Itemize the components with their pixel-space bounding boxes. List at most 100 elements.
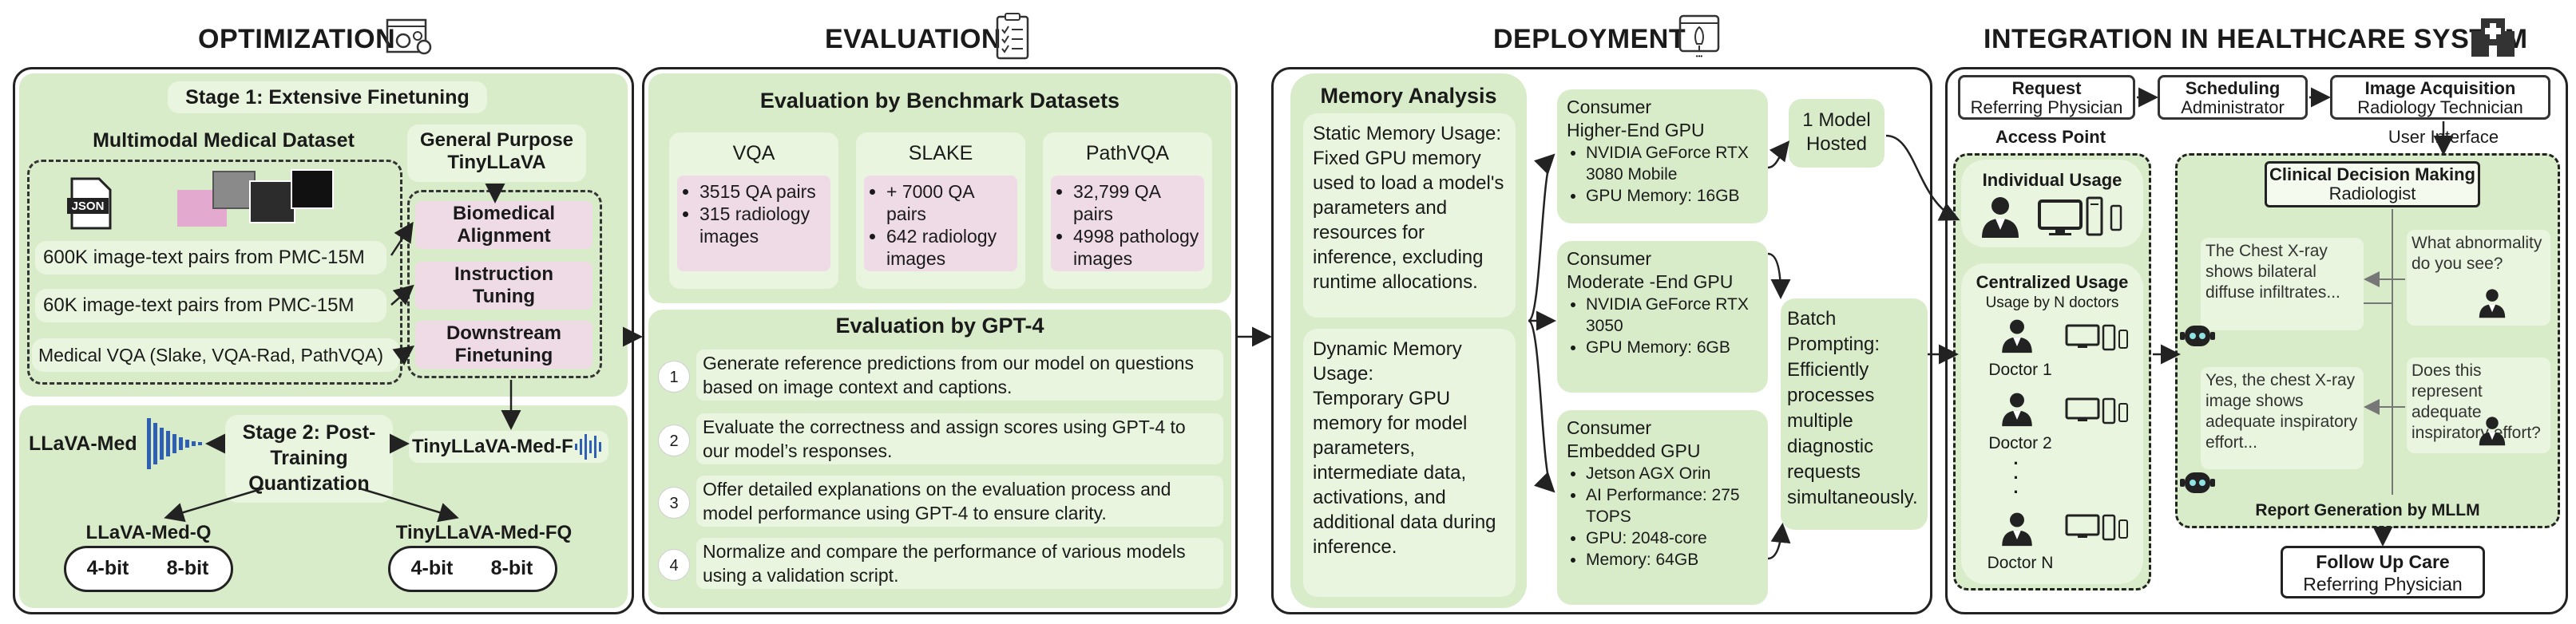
radiologist-icon: [2477, 415, 2507, 447]
scheduling-sub: Administrator: [2181, 97, 2285, 117]
dataset-vqa: Medical VQA (Slake, VQA-Rad, PathVQA): [32, 338, 399, 372]
llava-med-q-bits: [64, 546, 233, 592]
one-model-line: Hosted: [1805, 133, 1868, 155]
small-waveform-icon: [573, 431, 607, 463]
llava-med-label: LLaVA-Med: [29, 432, 137, 455]
follow-up-title: Follow Up Care: [2316, 551, 2450, 572]
mri-image: [291, 169, 334, 209]
svg-text:•••: •••: [1696, 53, 1703, 60]
batch-title: Batch Prompting:: [1787, 308, 1880, 355]
dynamic-memory-title: Dynamic Memory Usage:: [1313, 338, 1462, 385]
doctor-label: Doctor 1: [1988, 361, 2052, 379]
general-purpose-tinyllava: General Purpose TinyLLaVA: [407, 124, 586, 182]
json-label: JSON: [72, 199, 105, 213]
bit8-option[interactable]: 8-bit: [490, 557, 533, 579]
stage1-label: Stage 1: Extensive Finetuning: [168, 81, 487, 113]
evaluation-title: EVALUATION: [825, 24, 1001, 54]
report-generation-label: Report Generation by MLLM: [2255, 501, 2480, 519]
step-line: Alignment: [457, 225, 551, 247]
clinical-title: Clinical Decision Making: [2269, 164, 2475, 184]
radiologist-icon: [2477, 287, 2507, 319]
deployment-title: DEPLOYMENT: [1493, 24, 1686, 54]
robot-icon: [2180, 319, 2215, 351]
request-box: Request Referring Physician: [1958, 75, 2135, 120]
workstation-icon: [2065, 397, 2130, 425]
stage2-box: Stage 2: Post- Training Quantization: [225, 415, 393, 503]
stage2-line: Training: [270, 447, 348, 469]
benchmark-title: Evaluation by Benchmark Datasets: [759, 89, 1120, 113]
bit4-option[interactable]: 4-bit: [86, 557, 129, 579]
checklist-icon: [994, 11, 1031, 61]
tinyllava-med-fq-bits: [388, 546, 557, 592]
step-number: 1: [658, 361, 690, 393]
vqa-name: VQA: [732, 142, 775, 164]
bit8-option[interactable]: 8-bit: [166, 557, 209, 579]
gpu-title: Higher-End GPU: [1567, 120, 1705, 140]
phone-icon: [2110, 204, 2122, 231]
dataset-group: [27, 160, 402, 385]
stage2-line: Stage 2: Post-: [242, 421, 376, 444]
robot-icon: [2180, 466, 2215, 498]
bit4-option[interactable]: 4-bit: [410, 557, 454, 579]
gpu-spec: GPU Memory: 6GB: [1586, 337, 1758, 358]
gpt4-step: Evaluate the correctness and assign scor…: [696, 413, 1223, 464]
gpu-title: Consumer: [1567, 97, 1652, 117]
gpu-spec: NVIDIA GeForce RTX 3080 Mobile: [1586, 142, 1758, 185]
waveform-icon: [144, 415, 206, 472]
dataset-title: Multimodal Medical Dataset: [93, 129, 355, 152]
ct-image: [249, 180, 295, 223]
hospital-icon: [2469, 13, 2517, 61]
scheduling-box: Scheduling Administrator: [2158, 75, 2308, 120]
gears-icon: [385, 14, 433, 59]
slake-details: + 7000 QA pairs642 radiology images: [864, 176, 1017, 271]
gpu-spec: AI Performance: 275 TOPS: [1586, 484, 1758, 527]
static-memory-title: Static Memory Usage:: [1313, 123, 1502, 144]
doctor-icon: [1979, 195, 2022, 239]
workstation-icon: [2065, 514, 2130, 541]
follow-up-sub: Referring Physician: [2303, 574, 2463, 594]
step-number: 4: [658, 549, 690, 581]
doctor-icon: [1999, 318, 2035, 354]
gpt4-step: Generate reference predictions from our …: [696, 350, 1223, 401]
user-interface-label: User Interface: [2388, 127, 2499, 147]
general-purpose-line1: General Purpose: [419, 129, 574, 151]
general-purpose-line2: TinyLLaVA: [447, 152, 546, 173]
doctor-label: Doctor N: [1987, 554, 2054, 572]
doctor-icon: [1999, 391, 2035, 428]
gpu-spec: NVIDIA GeForce RTX 3050: [1586, 294, 1758, 337]
rocket-icon: •••: [1677, 13, 1722, 61]
vqa-details: 3515 QA pairs315 radiology images: [677, 176, 830, 271]
optimization-title: OPTIMIZATION: [198, 24, 396, 54]
ellipsis-dots: · · ·: [2013, 453, 2019, 502]
gpu-title: Moderate -End GPU: [1567, 271, 1734, 292]
centralized-usage-sub: Usage by N doctors: [1985, 294, 2119, 311]
batch-text: Efficiently processes multiple diagnosti…: [1787, 359, 1918, 508]
doctor-icon: [1999, 511, 2035, 547]
gpt4-step: Offer detailed explanations on the evalu…: [696, 476, 1223, 527]
integration-title: INTEGRATION IN HEALTHCARE SYSTEM: [1984, 24, 2528, 54]
slake-stat: 642 radiology images: [886, 225, 1014, 270]
scheduling-title: Scheduling: [2185, 78, 2281, 98]
llava-med-q-label: LLaVA-Med-Q: [85, 522, 212, 543]
pathvqa-stat: 32,799 QA pairs: [1073, 180, 1201, 225]
individual-usage-label: Individual Usage: [1982, 170, 2122, 190]
gpu-title: Consumer: [1567, 417, 1652, 438]
gpu-spec: GPU: 2048-core: [1586, 527, 1758, 549]
step-number: 2: [658, 425, 690, 456]
step-line: Biomedical: [452, 203, 556, 224]
follow-up-box: Follow Up Care Referring Physician: [2281, 546, 2485, 598]
workstation-icon: [2065, 324, 2130, 351]
monitor-icon: [2038, 199, 2083, 236]
gpt4-title: Evaluation by GPT-4: [835, 314, 1044, 338]
dataset-60k: 60K image-text pairs from PMC-15M: [35, 289, 386, 322]
json-file-icon: JSON: [67, 177, 115, 230]
gpu-spec: GPU Memory: 16GB: [1586, 185, 1758, 207]
step-line: Instruction: [454, 263, 553, 285]
centralized-usage-label: Centralized Usage: [1976, 272, 2129, 292]
gpu-spec: Memory: 64GB: [1586, 549, 1758, 571]
